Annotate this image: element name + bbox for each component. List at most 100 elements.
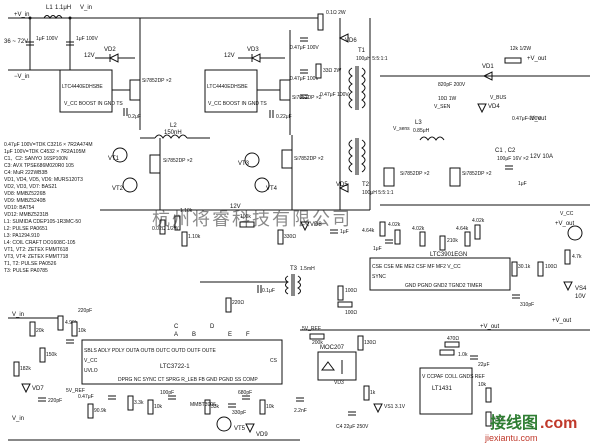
bom-line-18: T3: PULSE PA0785 <box>4 268 48 274</box>
vd3-label: VD3 <box>247 47 259 53</box>
ltc4440-left-ic <box>59 69 113 113</box>
ltc3901-section: LTC3901EGN CSE CSE ME ME2 CSF MF MF2 V_C… <box>362 218 557 308</box>
lt1431-ic <box>419 367 473 415</box>
ctrl-c-220pf-a: 220pF <box>78 308 92 314</box>
r-mid-2-label: 0.02Ω 1/2W <box>152 226 179 232</box>
opto-led <box>321 361 335 371</box>
t3-value: 1.5mH <box>300 266 315 272</box>
vd5-label: VD5 <box>336 182 348 188</box>
opto-vref: 5V_REF <box>302 326 321 332</box>
vin-plus-label: +V_in <box>14 12 30 18</box>
bom-notes: 0.47μF 100V=TDK C3216 × 7R2A474M 1μF 100… <box>4 142 93 274</box>
vt5-transistor <box>216 416 232 432</box>
right-boost-cap: 0.22μF <box>276 114 292 120</box>
opto-c-label: 2.2nF <box>294 408 307 414</box>
controller-section: LTC3722-1 SBLS ADLY PDLY OUTA OUTB OUTC … <box>8 308 300 441</box>
l3-inductor <box>419 136 445 141</box>
lt1431-r-top-label: 470Ω <box>447 336 459 342</box>
vd6-diode <box>338 33 349 43</box>
ltc4440-left-name: LTC4440EDHSBE <box>62 84 103 90</box>
vd3-diode <box>250 53 261 63</box>
ctrl-vin-label: V_in <box>12 312 24 318</box>
ltc4440-right-ic <box>204 69 258 113</box>
opto-r2-label: 130Ω <box>364 340 376 346</box>
r-ltc3901-6-label: 4.02k <box>472 218 485 224</box>
bom-line-9: VD10: BAT54 <box>4 205 34 211</box>
ltc3901-top-pins: CSE CSE ME ME2 CSF MF MF2 V_CC <box>372 264 461 270</box>
t3-primary <box>285 275 289 295</box>
r-mid-5-label: 330Ω <box>284 234 296 240</box>
r-mid-1 <box>174 215 181 231</box>
ltc3901-name: LTC3901EGN <box>430 252 467 258</box>
watermark-company-name: 杭州将睿科技有限公司 <box>152 209 352 230</box>
t3-section: T3 1.5mH 0.1μF 220Ω 100Ω 100Ω <box>200 266 357 316</box>
vd8-label: VD8 <box>310 222 322 228</box>
left-top-mosfet <box>129 79 141 101</box>
vs4-section: VS4 10V +V_out 4.7k <box>555 221 587 300</box>
ltc3901-cap2: 310pF <box>520 302 534 308</box>
watermark-url: jiexiantu.com <box>484 433 538 443</box>
t3-label: T3 <box>290 266 298 272</box>
ctrl-5vref: 5V_REF <box>66 388 85 394</box>
r-ltc3901-1-label: 4.64k <box>362 228 375 234</box>
ctrl-r-10k-label: 10k <box>78 328 87 334</box>
l3-value: 0.85μH <box>413 128 430 134</box>
moc207-name: MOC207 <box>320 345 345 351</box>
ltc3722-ic <box>81 339 283 385</box>
right-top-mosfet <box>279 79 291 101</box>
ctrl-r-182k-label: 182k <box>20 366 31 372</box>
ctrl-c-680pf: 680pF <box>238 390 252 396</box>
r-out-resistor <box>504 57 522 64</box>
vd4-label: VD4 <box>488 104 500 110</box>
opto-section: MOC207 5V_REF 200k 130Ω 2.2nF VD3 C4 22μ… <box>294 326 406 430</box>
snubber-r2 <box>315 63 322 79</box>
ctrl-vin2-label: V_in <box>12 416 24 422</box>
lt1431-vout2: +V_out <box>552 318 572 324</box>
ctrl-c-100pf: 100pF <box>160 390 174 396</box>
vs1-zener <box>373 403 383 414</box>
ctrl-r-33k-a-label: 3.3k <box>134 400 144 406</box>
left-bottom-mosfet-label: Si7852DP ×2 <box>163 158 193 164</box>
pin-d-label: D <box>210 324 215 330</box>
r-ltc3901-7 <box>511 261 518 277</box>
lt1431-r3 <box>485 387 492 403</box>
ctrl-r-10k <box>71 321 78 337</box>
r-ltc3901-3 <box>419 231 426 247</box>
cout-1uf-label: 1μF <box>518 181 527 187</box>
r-ltc3901-7-label: 30.1k <box>518 264 531 270</box>
vt3-label: VT3 <box>238 161 250 167</box>
bom-line-5: VD1, VD4, VD5, VD6: MURS120T3 <box>4 177 83 183</box>
input-voltage-label: 36 ~ 72V <box>4 39 28 45</box>
vin-top-label: V_in <box>80 5 92 11</box>
right-driver: LTC4440EDHSBE V_CC BOOST IN GND TS 12V V… <box>204 30 324 210</box>
lt1431-section: LT1431 V CCPAF COLL GNDS REF 470Ω 1.0k 2… <box>300 318 590 427</box>
r-ltc3901-6 <box>474 224 481 240</box>
ltc3722-bottom-pins: DPRG NC SYNC CT SPRG R_LEB FB GND PGND S… <box>118 377 258 383</box>
ctrl-r-10k-b-label: 10k <box>154 404 163 410</box>
t3-cap-label: 0.1μF <box>262 288 275 294</box>
r-ltc3901-4 <box>439 235 446 251</box>
ctrl-c-220pf-b: 220pF <box>48 398 62 404</box>
r-ltc3901-4-label: 210k <box>447 238 458 244</box>
r-ltc3901-8 <box>537 261 544 277</box>
ctrl-r-33k-a <box>127 395 134 411</box>
vd7-diode <box>21 383 31 394</box>
mid-cap-label: 1μF <box>340 229 349 235</box>
pin-e-label: E <box>228 332 232 338</box>
bom-line-10: VD12: MMBZ5231B <box>4 212 49 218</box>
t1-label: T1 <box>358 48 366 54</box>
input-section: +V_in −V_in 36 ~ 72V L1 1.1μH V_in 1μF 1… <box>4 5 240 80</box>
l2-inductor <box>154 134 188 139</box>
mid-section: 1.10k 0.02Ω 1/2W 12V 100k 1.10k 330Ω VD8… <box>100 204 370 247</box>
moc207-ic <box>317 351 357 381</box>
r-ltc3901-5 <box>464 231 471 247</box>
pin-c-label: C <box>174 324 179 330</box>
ctrl-r-10k-c <box>259 399 266 415</box>
r-ltc3901-5-label: 4.64k <box>456 226 469 232</box>
bom-line-15: VT1, VT2: ZETEX FMMT618 <box>4 247 68 253</box>
r-ce-label: 10Ω 1W <box>438 96 456 102</box>
left-bottom-mosfet <box>149 154 161 174</box>
ctrl-r-33k-label: 33k <box>211 404 220 410</box>
ltc3722-uvlo: UVLO <box>84 368 98 374</box>
